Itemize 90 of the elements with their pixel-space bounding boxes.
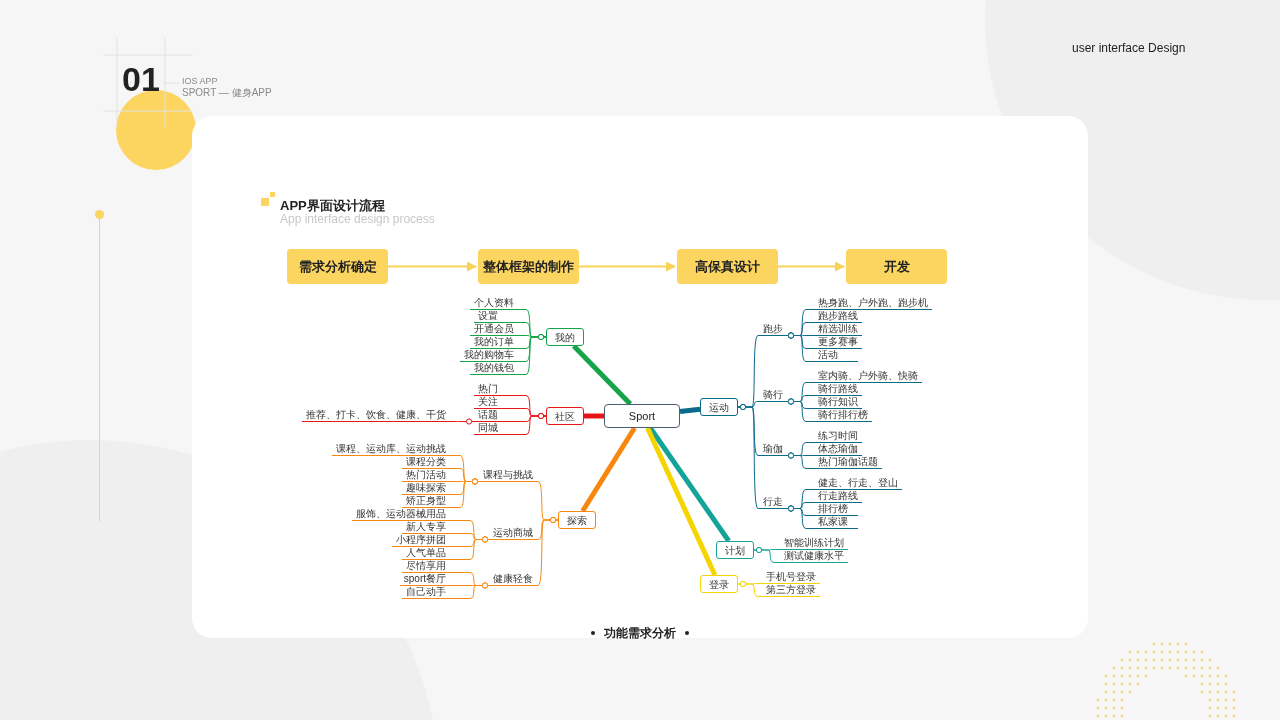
- branch-line: [753, 546, 781, 563]
- branch-box: 计划: [716, 541, 754, 559]
- topic-label: 骑行路线: [814, 384, 862, 396]
- branch-connector: [584, 413, 604, 419]
- topic-label: 测试健康水平: [780, 551, 848, 563]
- branch-line: [449, 582, 491, 599]
- topic-label: 我的钱包: [470, 363, 518, 375]
- section-title: APP界面设计流程: [280, 199, 385, 212]
- subtopic-label: 跑步: [760, 324, 786, 336]
- topic-label: 开通会员: [470, 324, 518, 336]
- topic-label: 推荐、打卡、饮食、健康、干货: [302, 410, 450, 422]
- topic-label: 骑行排行榜: [814, 410, 872, 422]
- process-box: 整体框架的制作: [478, 249, 579, 284]
- branch-line: [449, 536, 491, 560]
- topic-label: 骑行知识: [814, 397, 862, 409]
- topic-label: 话题: [474, 410, 518, 422]
- branch-line: [737, 580, 763, 597]
- topic-label: 设置: [474, 311, 518, 323]
- arrow: [387, 261, 477, 272]
- topic-label: sport餐厅: [399, 574, 450, 586]
- branch-connector: [645, 426, 718, 577]
- topic-label: 精选训练: [814, 324, 862, 336]
- branch-line: [785, 505, 815, 529]
- subtitle-text: IOS APP: [182, 77, 218, 86]
- topic-label: 关注: [474, 397, 518, 409]
- section-number: 01: [122, 62, 160, 96]
- subtopic-label: 行走: [760, 497, 786, 509]
- branch-box: 我的: [546, 328, 584, 346]
- topic-label: 第三方登录: [762, 585, 820, 597]
- topic-label: 热门活动: [402, 470, 450, 482]
- topic-label: 排行榜: [814, 504, 858, 516]
- branch-line: [517, 412, 547, 435]
- topic-label: 热门瑜伽话题: [814, 457, 882, 469]
- topic-label: 手机号登录: [762, 572, 820, 584]
- subtopic-label: 健康轻食: [490, 574, 536, 586]
- branch-line: [535, 516, 559, 586]
- root-node: Sport: [604, 404, 680, 428]
- branch-line: [517, 333, 547, 375]
- topic-label: 私家课: [814, 517, 858, 529]
- branch-connector: [679, 406, 701, 415]
- topic-label: 我的订单: [470, 337, 518, 349]
- topic-label: 体态瑜伽: [814, 444, 862, 456]
- topic-label: 智能训练计划: [780, 538, 848, 550]
- topic-label: 新人专享: [402, 522, 450, 534]
- branch-connector: [648, 426, 731, 543]
- process-box: 需求分析确定: [287, 249, 388, 284]
- process-box: 高保真设计: [677, 249, 778, 284]
- branch-line: [785, 332, 815, 362]
- topic-label: 跑步路线: [814, 311, 862, 323]
- branch-line: [737, 403, 761, 509]
- topic-label: 趣味探索: [402, 483, 450, 495]
- topic-label: 热门: [474, 384, 518, 396]
- header-text: user interface Design: [1072, 42, 1186, 54]
- topic-label: 小程序拼团: [392, 535, 450, 547]
- topic-label: 我的购物车: [460, 350, 518, 362]
- topic-label: 活动: [814, 350, 858, 362]
- branch-line: [449, 418, 475, 425]
- branch-line: [785, 398, 815, 422]
- subtopic-label: 课程与挑战: [480, 470, 536, 482]
- arrow: [777, 261, 845, 272]
- topic-label: 热身跑、户外跑、跑步机: [814, 298, 932, 310]
- branch-line: [785, 452, 815, 469]
- topic-label: 课程、运动库、运动挑战: [332, 444, 450, 456]
- branch-box: 运动: [700, 398, 738, 416]
- topic-label: 服饰、运动器械用品: [352, 509, 450, 521]
- topic-label: 室内骑、户外骑、快骑: [814, 371, 922, 383]
- topic-label: 练习时间: [814, 431, 862, 443]
- topic-label: 人气单品: [402, 548, 450, 560]
- branch-connector: [572, 344, 633, 406]
- subtopic-label: 骑行: [760, 390, 786, 402]
- branch-line: [449, 478, 481, 508]
- topic-label: 健走、行走、登山: [814, 478, 902, 490]
- branch-box: 社区: [546, 407, 584, 425]
- subtitle-text: SPORT — 健身APP: [182, 88, 272, 98]
- branch-connector: [580, 426, 637, 513]
- subtopic-label: 运动商城: [490, 528, 536, 540]
- topic-label: 行走路线: [814, 491, 862, 503]
- topic-label: 课程分类: [402, 457, 450, 469]
- topic-label: 矫正身型: [402, 496, 450, 508]
- topic-label: 个人资料: [470, 298, 518, 310]
- topic-label: 自己动手: [402, 587, 450, 599]
- subtopic-label: 瑜伽: [760, 444, 786, 456]
- process-box: 开发: [846, 249, 947, 284]
- topic-label: 更多赛事: [814, 337, 862, 349]
- topic-label: 尽情享用: [402, 561, 450, 573]
- topic-label: 同城: [474, 423, 518, 435]
- branch-box: 登录: [700, 575, 738, 593]
- branch-box: 探索: [558, 511, 596, 529]
- caption-text: 功能需求分析: [603, 626, 677, 640]
- arrow: [578, 261, 676, 272]
